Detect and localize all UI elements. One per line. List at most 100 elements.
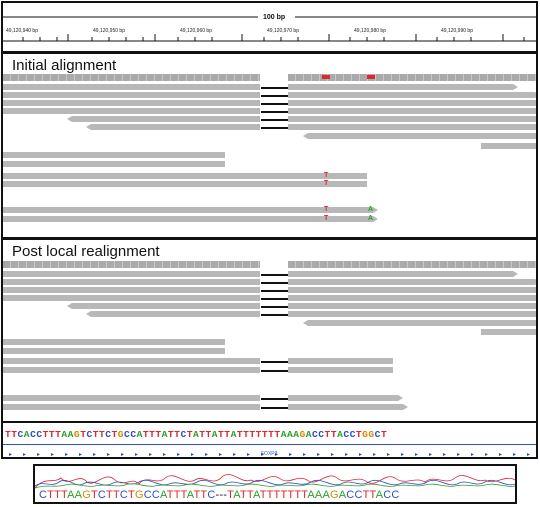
base-letter: C: [343, 429, 350, 440]
coverage-track: [288, 74, 536, 81]
chromatogram-sequence: CTTTAAGTCTTCTGCCATTTATTC---TATTATTTTTTTA…: [39, 489, 400, 501]
gene-strand-arrow: [177, 453, 180, 456]
base-letter: G: [299, 429, 306, 440]
read: [3, 287, 260, 293]
deletion-marker: [261, 398, 288, 400]
base-letter: T: [166, 489, 174, 501]
read: [288, 84, 518, 90]
base-letter: T: [274, 429, 281, 440]
deletion-marker: [261, 274, 288, 276]
gene-strand-arrow: [415, 453, 418, 456]
gene-strand-arrow: [261, 453, 264, 456]
initial-alignment-title: Initial alignment: [12, 57, 117, 74]
read: [3, 367, 260, 373]
base-letter: A: [305, 429, 313, 440]
base-letter: T: [369, 489, 376, 501]
mismatch-base: T: [324, 172, 329, 179]
panel-divider: [3, 237, 536, 240]
read: [3, 173, 367, 179]
read: [3, 348, 225, 354]
read: [303, 133, 536, 139]
base-letter: A: [233, 489, 240, 501]
read: [288, 287, 536, 293]
base-letter: C: [30, 429, 37, 440]
read: [288, 124, 536, 130]
read: [3, 92, 260, 98]
igv-viewer: 100 bp 49,120,940 bp 49,120,950 bp 49,12…: [1, 1, 538, 459]
base-letter: C: [124, 429, 131, 440]
base-letter: C: [119, 489, 129, 501]
reference-sequence: TTCACCTTTAAGTCTTCTGCCATTTATTCTATTATTATTT…: [5, 429, 535, 441]
read: [481, 329, 536, 335]
deletion-marker: [261, 103, 288, 105]
base-letter: A: [338, 489, 347, 501]
read: [3, 395, 260, 401]
read: [86, 124, 260, 130]
gene-strand-arrow: [191, 453, 194, 456]
base-letter: A: [67, 429, 74, 440]
mismatch-base: T: [324, 206, 329, 213]
gap-base: -: [215, 489, 220, 501]
base-letter: T: [266, 489, 274, 501]
coverage-track: [3, 74, 260, 81]
base-letter: T: [98, 429, 106, 440]
base-letter: T: [362, 489, 370, 501]
tick-label: 49,120,940 bp: [6, 28, 38, 34]
read: [3, 207, 378, 213]
read: [86, 311, 260, 317]
deletion-marker: [261, 361, 288, 363]
gene-strand-arrow: [303, 453, 306, 456]
read: [288, 358, 393, 364]
base-letter: T: [155, 429, 162, 440]
base-letter: T: [280, 489, 288, 501]
deletion-marker: [261, 127, 288, 129]
base-letter: C: [180, 429, 187, 440]
base-letter: C: [36, 429, 43, 440]
base-letter: G: [117, 429, 125, 440]
base-letter: C: [349, 429, 356, 440]
read: [3, 216, 378, 222]
gene-strand-arrow: [205, 453, 208, 456]
mismatch-base: A: [368, 206, 374, 213]
deletion-marker: [261, 282, 288, 284]
base-letter: C: [151, 489, 161, 501]
base-letter: T: [246, 489, 253, 501]
mismatch-base: A: [368, 215, 374, 222]
base-letter: T: [61, 489, 68, 501]
base-letter: T: [54, 489, 61, 501]
gene-strand-arrow: [51, 453, 54, 456]
base-letter: A: [280, 429, 287, 440]
base-letter: T: [42, 429, 49, 440]
read: [3, 271, 260, 277]
ruler-graphic: [3, 16, 536, 42]
gene-strand-arrow: [317, 453, 320, 456]
deletion-marker: [261, 370, 288, 372]
tick-label: 49,120,950 bp: [93, 28, 125, 34]
base-letter: T: [268, 429, 275, 440]
base-letter: A: [161, 429, 168, 440]
ruler: 100 bp 49,120,940 bp 49,120,950 bp 49,12…: [3, 3, 536, 47]
mismatch-base: T: [324, 215, 329, 222]
base-letter: A: [252, 489, 260, 501]
read: [288, 279, 538, 285]
tick-label: 49,120,960 bp: [180, 28, 212, 34]
base-letter: T: [355, 429, 363, 440]
base-letter: T: [330, 429, 338, 440]
read: [288, 108, 536, 114]
gene-strand-arrow: [457, 453, 460, 456]
read: [288, 295, 536, 301]
deletion-marker: [261, 111, 288, 113]
base-letter: C: [346, 489, 355, 501]
base-letter: A: [286, 429, 294, 440]
panel-divider: [3, 51, 536, 54]
gene-strand-arrow: [485, 453, 488, 456]
base-letter: C: [86, 429, 93, 440]
base-letter: C: [17, 429, 24, 440]
base-letter: A: [293, 429, 300, 440]
base-letter: A: [314, 489, 323, 501]
base-letter: C: [97, 489, 107, 501]
gene-strand-arrow: [93, 453, 96, 456]
gene-strand-arrow: [23, 453, 26, 456]
gene-strand-arrow: [37, 453, 40, 456]
gene-strand-arrow: [247, 453, 250, 456]
